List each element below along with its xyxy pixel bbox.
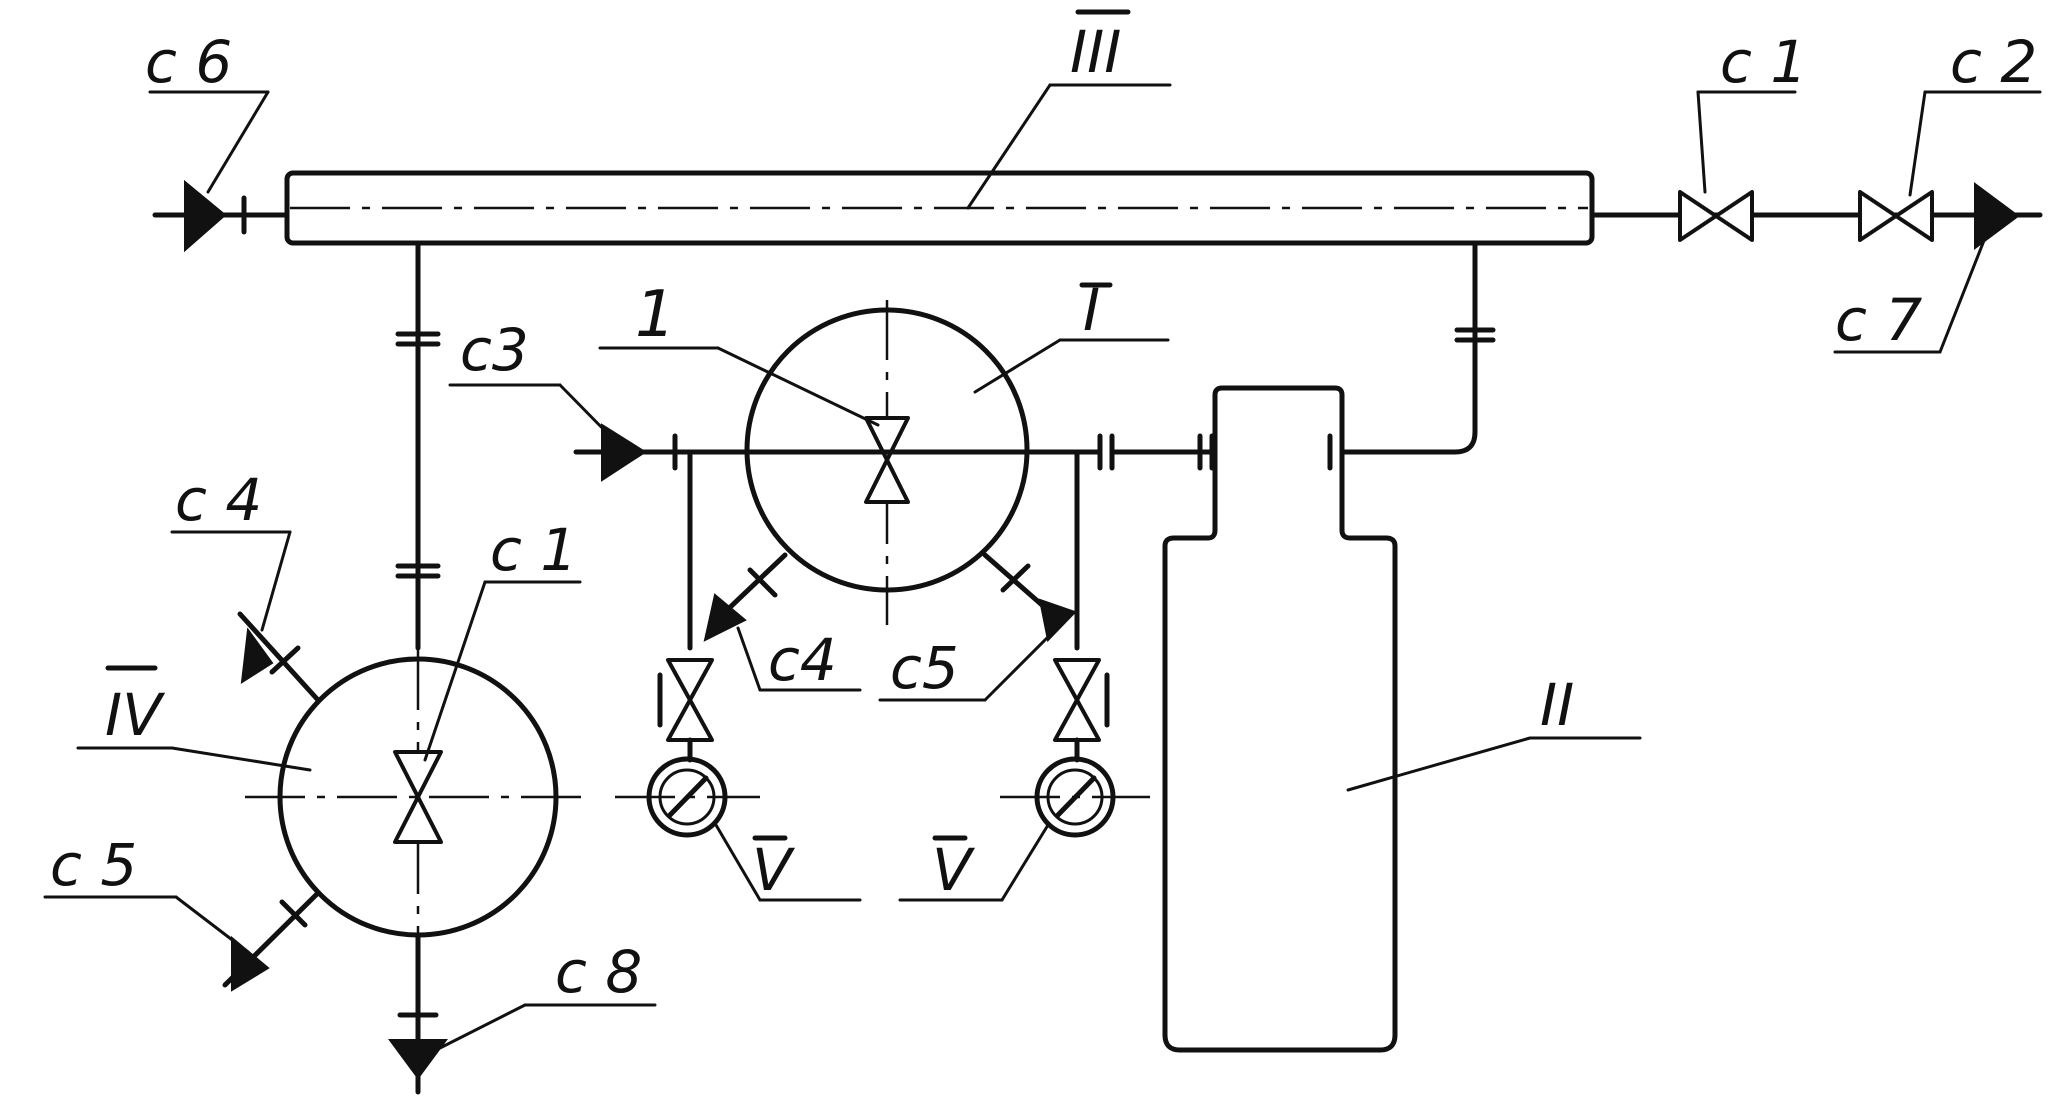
valve-c1-top bbox=[1678, 190, 1754, 242]
leader-V-left bbox=[714, 823, 762, 902]
pressure-gauge-V-left bbox=[615, 756, 760, 838]
arrow-c4-left bbox=[240, 627, 274, 684]
label-c6: с 6 bbox=[145, 28, 232, 96]
label-c5-left: с 5 bbox=[50, 831, 137, 899]
leader-c5-mid bbox=[983, 623, 1062, 702]
leader-1-diag bbox=[716, 346, 880, 427]
label-c4-mid: с4 bbox=[768, 626, 837, 694]
leader-c6-diag bbox=[206, 90, 270, 194]
label-c8: с 8 bbox=[555, 938, 642, 1006]
nozzle-c5-mid-tick bbox=[1000, 563, 1031, 593]
label-IV: IV bbox=[105, 681, 166, 749]
label-c2: с 2 bbox=[1950, 28, 2037, 96]
arrow-c5-left bbox=[231, 935, 270, 992]
valve-1 bbox=[864, 416, 910, 504]
arrow-c8 bbox=[388, 1039, 448, 1080]
arrow-c5-mid bbox=[1038, 598, 1077, 643]
label-III: III bbox=[1070, 18, 1121, 86]
label-V-left: V bbox=[752, 836, 796, 904]
flange-return-line bbox=[1454, 327, 1496, 343]
valve-gauge-left bbox=[657, 658, 714, 742]
leader-c3-diag bbox=[558, 383, 616, 442]
leader-c4-mid bbox=[736, 626, 762, 692]
nozzle-c5-mid bbox=[982, 552, 1053, 615]
leader-c1-left-diag bbox=[423, 580, 487, 762]
header-vessel-III bbox=[284, 170, 1595, 246]
nozzle-c4-left-tick bbox=[269, 645, 301, 675]
label-1: 1 bbox=[635, 278, 676, 352]
valve-c2 bbox=[1858, 190, 1934, 242]
return-line-II-to-III bbox=[1339, 240, 1478, 455]
arrow-c4-mid bbox=[703, 593, 747, 642]
label-c5-mid: с5 bbox=[890, 634, 959, 702]
nozzle-c5-left-tick bbox=[279, 899, 308, 928]
nozzle-c4-left bbox=[237, 611, 321, 703]
flange-upper-IV bbox=[395, 331, 441, 347]
nozzle-c4-mid bbox=[722, 552, 788, 615]
nozzle-c4-mid-tick bbox=[747, 567, 778, 598]
leader-c2-diag bbox=[1908, 90, 1927, 197]
leader-c4-left-diag bbox=[260, 530, 292, 632]
label-c4-left: с 4 bbox=[175, 466, 262, 534]
leader-III-diag bbox=[966, 83, 1052, 210]
pressure-gauge-V-right bbox=[1000, 756, 1150, 838]
leader-I-diag bbox=[973, 338, 1062, 394]
leader-IV-diag bbox=[170, 746, 312, 772]
leader-V-right bbox=[1000, 823, 1050, 902]
leader-c1-top-diag bbox=[1696, 90, 1707, 194]
flange-I-II bbox=[1097, 433, 1215, 471]
label-V-right: V bbox=[932, 836, 976, 904]
outlet-arrow-c7 bbox=[1974, 182, 2020, 250]
label-c1-top: с 1 bbox=[1720, 28, 1807, 96]
flange-lower-IV bbox=[395, 563, 441, 579]
vessel-II bbox=[1162, 385, 1398, 1053]
label-I: I bbox=[1083, 276, 1100, 344]
label-II: II bbox=[1540, 671, 1574, 739]
leader-c7-diag bbox=[1938, 236, 1987, 354]
label-c3: с3 bbox=[460, 316, 529, 384]
leader-c8-diag bbox=[438, 1003, 527, 1050]
valve-gauge-right bbox=[1053, 658, 1110, 742]
leader-II bbox=[1346, 736, 1532, 792]
leader-c5-left-diag bbox=[174, 895, 250, 954]
label-c7: с 7 bbox=[1835, 286, 1922, 354]
inlet-arrow-c6 bbox=[184, 179, 227, 253]
valve-c1-left bbox=[393, 750, 443, 844]
label-c1-left: с 1 bbox=[490, 516, 577, 584]
